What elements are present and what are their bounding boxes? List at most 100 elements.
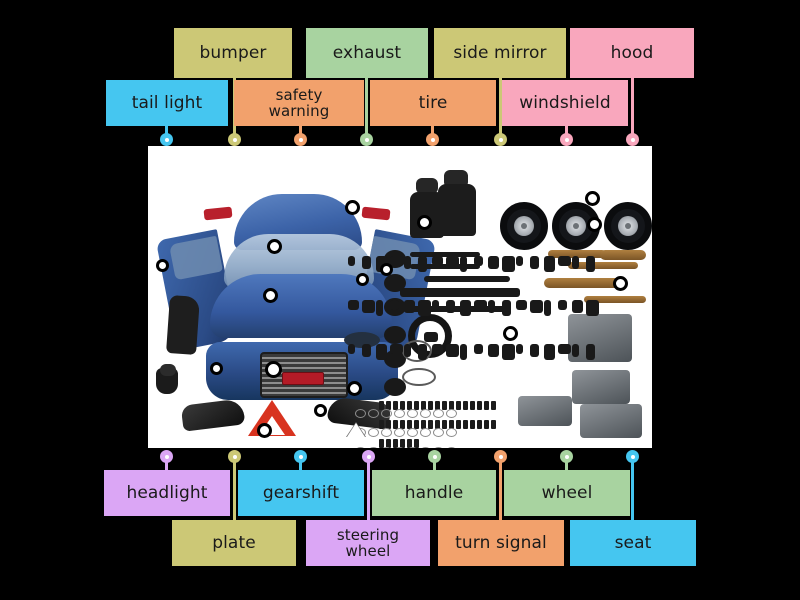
label-box-hood[interactable]: hood <box>570 28 694 78</box>
wheel-tire-3 <box>604 202 652 250</box>
exhaust-pipe-3 <box>544 278 624 288</box>
wheel-rim <box>617 215 639 237</box>
engine-block-3 <box>518 396 572 426</box>
small-part-24 <box>418 300 431 316</box>
brake-disc-2 <box>384 274 406 292</box>
label-box-tire[interactable]: tire <box>370 80 496 126</box>
gasket-ring-2 <box>402 368 436 386</box>
seat-marker[interactable] <box>416 214 432 230</box>
small-part-54 <box>586 344 595 360</box>
connector-dot-tire[interactable] <box>426 133 439 146</box>
connector-dot-headlight[interactable] <box>160 450 173 463</box>
small-part-41 <box>404 344 411 357</box>
engine-block-2 <box>572 370 630 404</box>
small-part-53 <box>572 344 579 357</box>
small-part-4 <box>390 256 403 266</box>
connector-stem <box>365 78 368 139</box>
label-box-side-mirror[interactable]: side mirror <box>434 28 566 78</box>
label-box-windshield[interactable]: windshield <box>502 80 628 126</box>
label-box-headlight[interactable]: headlight <box>104 470 230 516</box>
small-part-49 <box>516 344 523 354</box>
small-part-30 <box>502 300 511 316</box>
connector-stem <box>565 456 568 470</box>
gearshift-marker[interactable] <box>502 325 518 341</box>
connector-dot-gearshift[interactable] <box>294 450 307 463</box>
small-part-46 <box>474 344 483 354</box>
connector-dot-safety-warning[interactable] <box>294 133 307 146</box>
small-part-34 <box>558 300 567 310</box>
label-box-handle[interactable]: handle <box>372 470 496 516</box>
axle-bar-5 <box>410 306 506 312</box>
hood-marker[interactable] <box>262 287 278 303</box>
small-part-16 <box>558 256 571 266</box>
sidemirror-left-marker[interactable] <box>155 258 169 272</box>
label-box-plate[interactable]: plate <box>172 520 296 566</box>
small-part-44 <box>446 344 459 357</box>
small-part-15 <box>544 256 555 272</box>
exhaust-pipe-2 <box>568 262 638 269</box>
wheel-marker[interactable] <box>586 216 602 232</box>
small-part-50 <box>530 344 539 357</box>
turnsignal-marker[interactable] <box>313 403 327 417</box>
label-box-steering-wheel[interactable]: steering wheel <box>306 520 430 566</box>
engine-block-4 <box>580 404 642 438</box>
small-part-2 <box>362 256 371 269</box>
label-box-safety-warning[interactable]: safety warning <box>234 80 364 126</box>
exhaust-pipe-1 <box>548 250 606 258</box>
small-part-21 <box>376 300 383 316</box>
connector-dot-hood[interactable] <box>626 133 639 146</box>
small-part-26 <box>446 300 455 313</box>
small-part-36 <box>586 300 599 316</box>
connector-dot-tail-light[interactable] <box>160 133 173 146</box>
exhaust-pipe-4 <box>584 296 646 303</box>
small-part-18 <box>586 256 595 272</box>
connector-dot-exhaust[interactable] <box>360 133 373 146</box>
sidemirror-right-marker[interactable] <box>379 262 393 276</box>
seat-headrest-front <box>416 178 438 194</box>
small-part-20 <box>362 300 375 313</box>
connector-stem <box>631 456 634 520</box>
connector-dot-handle[interactable] <box>428 450 441 463</box>
label-box-turn-signal[interactable]: turn signal <box>438 520 564 566</box>
plate-marker[interactable] <box>264 360 282 378</box>
wheel-rim <box>513 215 535 237</box>
door-handle-marker[interactable] <box>355 272 369 286</box>
connector-dot-steering-wheel[interactable] <box>362 450 375 463</box>
wheel-top-marker[interactable] <box>584 190 600 206</box>
small-part-48 <box>502 344 515 360</box>
small-part-6 <box>418 256 427 272</box>
bumper-left-marker[interactable] <box>209 361 223 375</box>
connector-dot-bumper[interactable] <box>228 133 241 146</box>
wheel-tire-1 <box>500 202 548 250</box>
connector-stem <box>299 456 302 470</box>
label-box-bumper[interactable]: bumper <box>174 28 292 78</box>
wheel-rim <box>565 215 587 237</box>
axle-bar-4 <box>400 288 520 297</box>
label-box-seat[interactable]: seat <box>570 520 696 566</box>
windshield-marker[interactable] <box>266 238 282 254</box>
exhaust-marker[interactable] <box>612 275 628 291</box>
connector-dot-turn-signal[interactable] <box>494 450 507 463</box>
connector-dot-seat[interactable] <box>626 450 639 463</box>
connector-dot-windshield[interactable] <box>560 133 573 146</box>
taillight-right-marker[interactable] <box>344 199 360 215</box>
small-part-25 <box>432 300 439 310</box>
tail-light-left <box>203 206 233 221</box>
brake-disc-5 <box>384 350 406 368</box>
label-box-tail-light[interactable]: tail light <box>106 80 228 126</box>
small-part-37 <box>348 344 355 354</box>
label-box-wheel[interactable]: wheel <box>504 470 630 516</box>
headlight-right-marker[interactable] <box>346 380 362 396</box>
connector-dot-plate[interactable] <box>228 450 241 463</box>
small-part-42 <box>418 344 427 360</box>
small-part-45 <box>460 344 467 360</box>
connector-stem <box>499 78 502 139</box>
label-box-gearshift[interactable]: gearshift <box>238 470 364 516</box>
connector-dot-wheel[interactable] <box>560 450 573 463</box>
connector-dot-side-mirror[interactable] <box>494 133 507 146</box>
warning-triangle-marker[interactable] <box>256 422 272 438</box>
label-box-exhaust[interactable]: exhaust <box>306 28 428 78</box>
axle-bar-2 <box>410 264 480 269</box>
brake-disc-6 <box>384 378 406 396</box>
